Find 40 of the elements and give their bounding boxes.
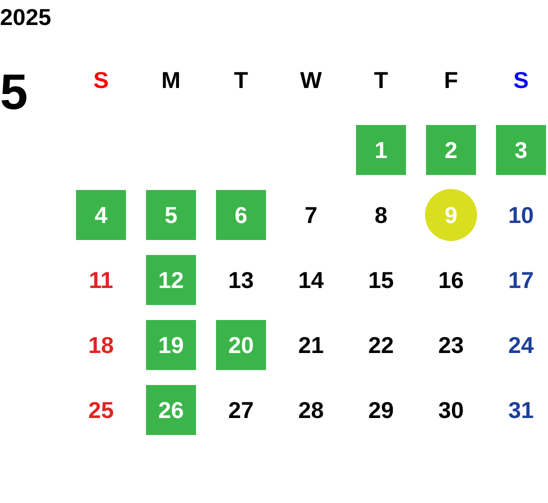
weekday-header: S bbox=[92, 66, 110, 94]
day-number: 10 bbox=[507, 200, 535, 230]
day-number: 13 bbox=[227, 266, 255, 294]
day-number: 21 bbox=[297, 330, 325, 360]
day-number: 17 bbox=[507, 266, 535, 294]
highlighted-day-box: 20 bbox=[216, 320, 266, 370]
day-number: 31 bbox=[507, 396, 535, 424]
weekday-header: T bbox=[372, 66, 390, 94]
day-number: 25 bbox=[87, 396, 115, 424]
weekday-header: T bbox=[232, 66, 250, 94]
weekday-header: F bbox=[442, 66, 460, 94]
day-number: 15 bbox=[367, 266, 395, 294]
day-number: 29 bbox=[367, 396, 395, 424]
weekday-header: S bbox=[512, 66, 530, 94]
day-number: 30 bbox=[437, 396, 465, 424]
day-number: 28 bbox=[297, 396, 325, 424]
day-number: 27 bbox=[227, 396, 255, 424]
day-number: 11 bbox=[88, 266, 114, 294]
highlighted-day-box: 5 bbox=[146, 190, 196, 240]
highlighted-day-box: 1 bbox=[356, 125, 406, 175]
highlighted-day-circle: 9 bbox=[425, 189, 477, 241]
highlighted-day-box: 12 bbox=[146, 255, 196, 305]
highlighted-day-box: 19 bbox=[146, 320, 196, 370]
day-number: 23 bbox=[437, 330, 465, 360]
highlighted-day-box: 2 bbox=[426, 125, 476, 175]
day-number: 14 bbox=[297, 266, 325, 294]
day-number: 18 bbox=[87, 330, 115, 360]
highlighted-day-box: 4 bbox=[76, 190, 126, 240]
highlighted-day-box: 3 bbox=[496, 125, 546, 175]
day-number: 8 bbox=[374, 200, 388, 230]
year-heading: 2025 bbox=[0, 2, 52, 32]
day-number: 16 bbox=[437, 266, 465, 294]
weekday-header: W bbox=[299, 66, 323, 94]
day-number: 7 bbox=[304, 200, 318, 230]
day-number: 22 bbox=[367, 330, 395, 360]
highlighted-day-box: 26 bbox=[146, 385, 196, 435]
weekday-header: M bbox=[160, 66, 182, 94]
month-number: 5 bbox=[0, 63, 29, 122]
day-number: 24 bbox=[507, 330, 535, 360]
highlighted-day-box: 6 bbox=[216, 190, 266, 240]
